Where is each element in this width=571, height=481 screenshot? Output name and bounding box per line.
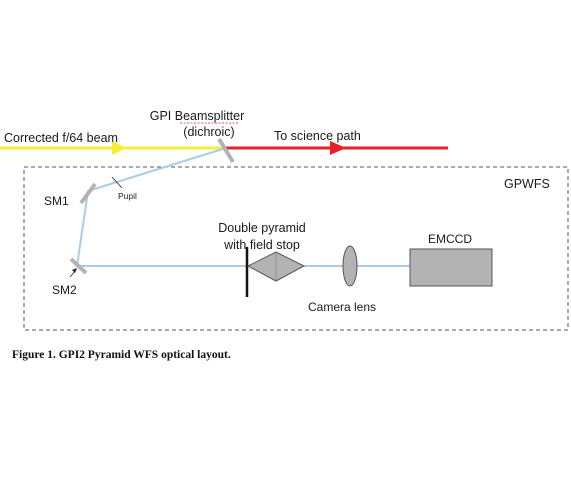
sm2-pointer-arrowhead (72, 268, 77, 273)
science-path-label: To science path (274, 129, 361, 143)
camera-lens (342, 245, 358, 287)
emccd-label: EMCCD (428, 232, 472, 246)
emccd-detector (409, 248, 493, 287)
pyramid-sublabel: with field stop (223, 238, 300, 252)
sm1-label: SM1 (44, 194, 69, 208)
input-beam-arrowhead (112, 141, 126, 155)
science-beam-arrowhead (330, 141, 346, 155)
sm2-label: SM2 (52, 283, 77, 297)
wfs-beam-path (75, 147, 248, 267)
pupil-pointer (111, 176, 123, 189)
figure-caption: Figure 1. GPI2 Pyramid WFS optical layou… (12, 349, 231, 361)
beamsplitter-label: GPI Beamsplitter (150, 109, 244, 123)
gpwfs-enclosure (23, 166, 569, 331)
pupil-label: Pupil (118, 191, 137, 201)
sm2-mirror (69, 257, 88, 275)
beamsplitter-optic (217, 137, 235, 164)
pyramid-label: Double pyramid (218, 221, 306, 235)
sm1-mirror (79, 182, 97, 205)
beamsplitter-sublabel: (dichroic) (183, 125, 234, 139)
camera-lens-label: Camera lens (308, 300, 376, 314)
input-beam-label: Corrected f/64 beam (4, 131, 118, 145)
gpwfs-label: GPWFS (504, 177, 550, 191)
